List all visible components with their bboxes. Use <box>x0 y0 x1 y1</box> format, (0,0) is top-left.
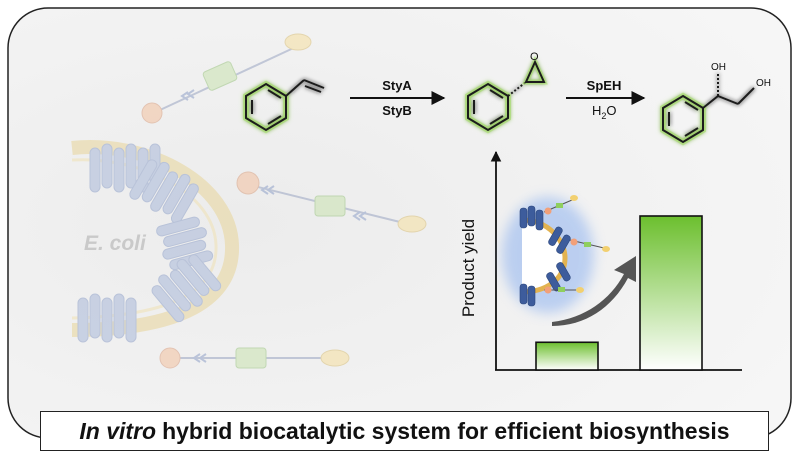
yield-bar-1 <box>535 341 599 371</box>
y-axis-label: Product yield <box>459 219 478 317</box>
scaffold-top <box>141 33 312 124</box>
epoxide-oxygen: O <box>530 51 539 63</box>
caption-text: hybrid biocatalytic system for efficient… <box>162 417 730 444</box>
diol-oh-right: OH <box>756 78 771 89</box>
enzyme-styA-label: StyA <box>382 78 412 93</box>
diol-oh-top: OH <box>711 62 726 73</box>
enzyme-styB-label: StyB <box>382 103 412 118</box>
diol-molecule <box>660 74 755 146</box>
product-yield-chart: Product yield <box>459 150 742 371</box>
yield-increase-arrow <box>552 256 636 326</box>
hybrid-system-inset <box>502 195 610 313</box>
caption-italic: In vitro <box>79 417 157 444</box>
cell-label: E. coli <box>84 232 147 255</box>
yield-bar-2 <box>639 215 703 371</box>
enzyme-spEH-label: SpEH <box>587 78 622 93</box>
ecoli-cell <box>71 33 427 369</box>
scaffold-middle <box>236 171 427 233</box>
water-label: H2O <box>592 103 617 121</box>
styrene-oxide-molecule <box>465 55 548 134</box>
caption-box: In vitro hybrid biocatalytic system for … <box>40 411 769 451</box>
scaffold-bottom <box>159 347 350 369</box>
styrene-molecule <box>243 79 325 134</box>
